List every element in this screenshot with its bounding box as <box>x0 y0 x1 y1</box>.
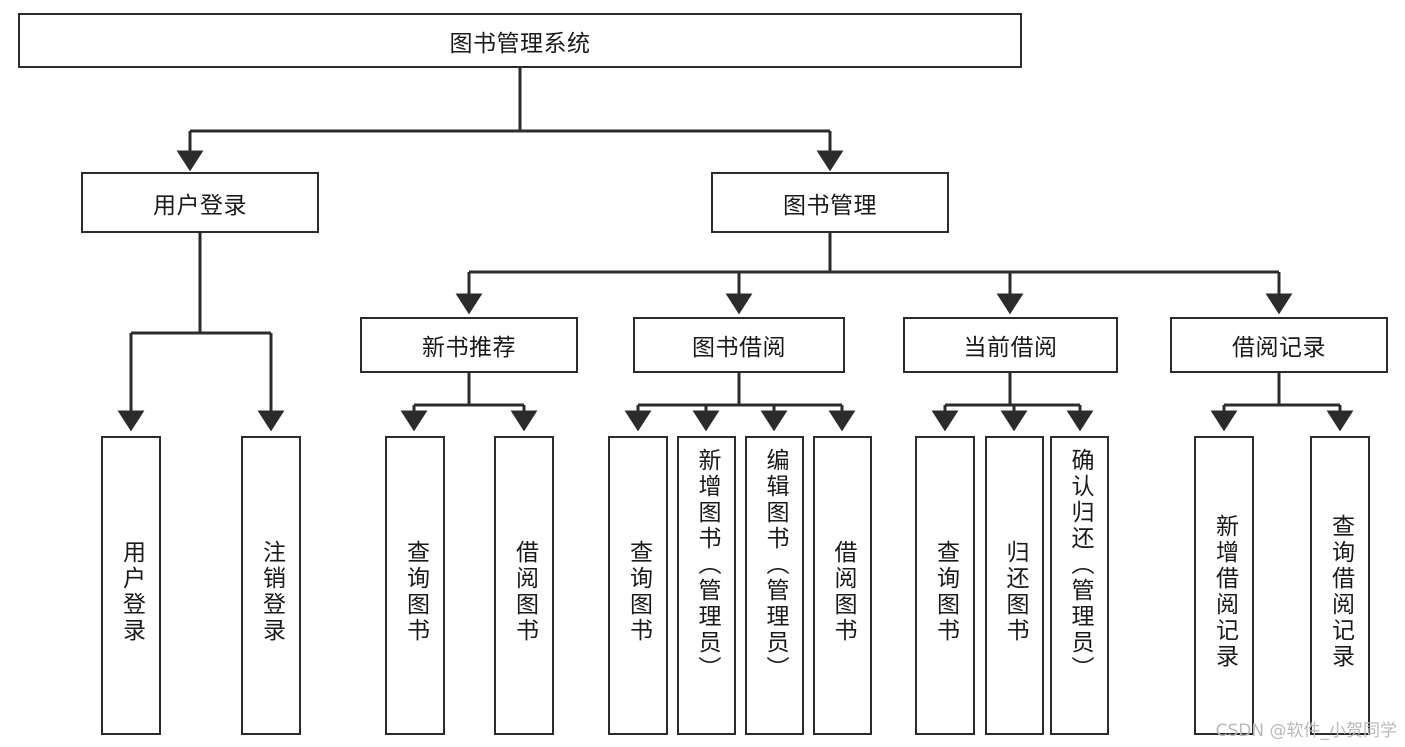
node-new-book-recommend-label: 新书推荐 <box>422 335 516 361</box>
leaf-label: 查询借阅记录 <box>1327 514 1354 670</box>
node-user-login-label: 用户登录 <box>153 192 247 219</box>
leaf-book-borrow-edit[interactable]: 编辑图书（管理员） <box>745 436 804 735</box>
leaf-book-borrow-borrow[interactable]: 借阅图书 <box>813 436 872 735</box>
leaf-user-login-login[interactable]: 用户登录 <box>101 436 161 735</box>
node-root[interactable]: 图书管理系统 <box>18 13 1022 68</box>
leaf-label: 查询图书 <box>625 540 652 644</box>
node-user-login[interactable]: 用户登录 <box>81 172 319 233</box>
node-book-management-label: 图书管理 <box>783 192 877 219</box>
leaf-book-borrow-add[interactable]: 新增图书（管理员） <box>677 436 736 735</box>
leaf-label: 新增图书（管理员） <box>694 448 720 682</box>
node-current-borrow-label: 当前借阅 <box>963 335 1058 361</box>
node-borrow-record-label: 借阅记录 <box>1232 335 1326 361</box>
leaf-label: 用户登录 <box>118 540 145 644</box>
leaf-label: 新增借阅记录 <box>1211 514 1238 670</box>
leaf-current-borrow-query[interactable]: 查询图书 <box>915 436 975 735</box>
leaf-new-book-borrow[interactable]: 借阅图书 <box>494 436 554 735</box>
node-borrow-record[interactable]: 借阅记录 <box>1170 317 1388 373</box>
node-book-borrow-label: 图书借阅 <box>692 335 786 361</box>
leaf-label: 确认归还（管理员） <box>1067 448 1093 682</box>
leaf-label: 查询图书 <box>402 540 429 644</box>
leaf-label: 查询图书 <box>932 540 959 644</box>
leaf-current-borrow-return[interactable]: 归还图书 <box>985 436 1044 735</box>
leaf-label: 借阅图书 <box>511 540 538 644</box>
leaf-user-login-logout[interactable]: 注销登录 <box>241 436 301 735</box>
leaf-label: 归还图书 <box>1002 540 1028 644</box>
leaf-borrow-record-add[interactable]: 新增借阅记录 <box>1194 436 1254 735</box>
leaf-new-book-query[interactable]: 查询图书 <box>385 436 445 735</box>
leaf-label: 编辑图书（管理员） <box>762 448 788 682</box>
leaf-current-borrow-confirm-return[interactable]: 确认归还（管理员） <box>1050 436 1109 735</box>
node-new-book-recommend[interactable]: 新书推荐 <box>360 317 578 373</box>
leaf-book-borrow-query[interactable]: 查询图书 <box>608 436 668 735</box>
node-current-borrow[interactable]: 当前借阅 <box>903 317 1118 373</box>
node-book-management[interactable]: 图书管理 <box>711 172 949 233</box>
watermark-text: CSDN @软件_小贺同学 <box>1215 721 1397 741</box>
leaf-label: 借阅图书 <box>830 540 856 644</box>
node-book-borrow[interactable]: 图书借阅 <box>633 317 845 373</box>
node-root-label: 图书管理系统 <box>449 30 591 57</box>
leaf-label: 注销登录 <box>258 540 285 644</box>
leaf-borrow-record-query[interactable]: 查询借阅记录 <box>1310 436 1370 735</box>
